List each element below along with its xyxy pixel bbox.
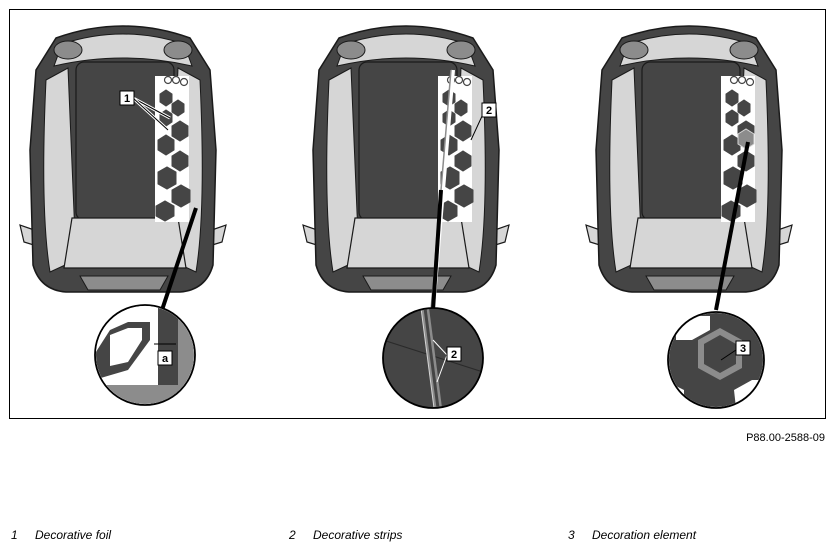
panel-1-car: a 1 [19,25,227,406]
legend-label: Decoration element [592,528,697,542]
figure-drawing: a 1 2 2 [19,25,793,409]
panel-2-detail-label: 2 [451,349,457,361]
legend-label: Decorative foil [35,528,112,542]
figure-code: P88.00-2588-09 [746,432,825,444]
panel-3-car: 3 [585,25,793,409]
panel-2-callout: 2 [486,105,492,117]
legend-label: Decorative strips [313,528,403,542]
legend-number: 1 [11,528,18,542]
panel-2-car: 2 2 [302,25,510,409]
panel-1-callout: 1 [124,93,130,105]
figure-frame: a 1 2 2 [9,9,826,419]
panel-1-detail-label: a [162,353,169,365]
legend-item-2: 2 Decorative strips [289,528,402,542]
legend-number: 2 [289,528,296,542]
legend-item-1: 1 Decorative foil [11,528,111,542]
legend-item-3: 3 Decoration element [568,528,696,542]
panel-3-detail-label: 3 [740,343,746,355]
legend-number: 3 [568,528,575,542]
